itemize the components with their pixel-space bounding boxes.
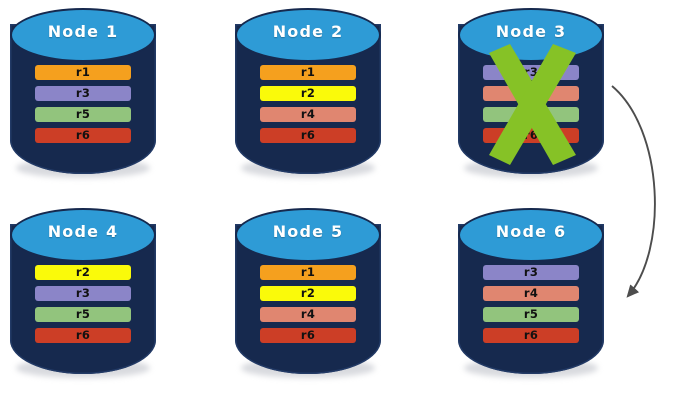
replica-bar-r1[interactable]: r1 [260, 265, 356, 280]
replica-bar-r2[interactable]: r2 [260, 86, 356, 101]
replica-list: r1 r2 r4 r6 [260, 265, 356, 349]
replica-bar-r5[interactable]: r5 [35, 107, 131, 122]
replica-list: r3 r4 r5 r6 [483, 65, 579, 149]
replica-bar-r5[interactable]: r5 [483, 107, 579, 122]
replica-list: r2 r3 r5 r6 [35, 265, 131, 349]
cylinder-top-ellipse [235, 8, 381, 62]
node-3[interactable]: Node 3 r3 r4 r5 r6 [458, 8, 604, 180]
node-label: Node 4 [47, 222, 119, 241]
replica-list: r1 r2 r4 r6 [260, 65, 356, 149]
replica-bar-r3[interactable]: r3 [483, 65, 579, 80]
replica-bar-r4[interactable]: r4 [260, 307, 356, 322]
node-label: Node 2 [272, 22, 344, 41]
replica-bar-r5[interactable]: r5 [35, 307, 131, 322]
replica-bar-r6[interactable]: r6 [483, 328, 579, 343]
replica-bar-r6[interactable]: r6 [35, 128, 131, 143]
replica-bar-r3[interactable]: r3 [35, 86, 131, 101]
node-5[interactable]: Node 5 r1 r2 r4 r6 [235, 208, 381, 380]
replica-bar-r3[interactable]: r3 [35, 286, 131, 301]
replica-bar-r1[interactable]: r1 [260, 65, 356, 80]
replica-bar-r1[interactable]: r1 [35, 65, 131, 80]
replica-bar-r4[interactable]: r4 [483, 86, 579, 101]
node-4[interactable]: Node 4 r2 r3 r5 r6 [10, 208, 156, 380]
node-label: Node 3 [495, 22, 567, 41]
replica-bar-r2[interactable]: r2 [260, 286, 356, 301]
node-2[interactable]: Node 2 r1 r2 r4 r6 [235, 8, 381, 180]
replica-bar-r6[interactable]: r6 [35, 328, 131, 343]
node-6[interactable]: Node 6 r3 r4 r5 r6 [458, 208, 604, 380]
node-1[interactable]: Node 1 r1 r3 r5 r6 [10, 8, 156, 180]
replica-bar-r3[interactable]: r3 [483, 265, 579, 280]
replica-list: r3 r4 r5 r6 [483, 265, 579, 349]
node-label: Node 1 [47, 22, 119, 41]
replica-bar-r2[interactable]: r2 [35, 265, 131, 280]
cylinder-top-ellipse [458, 208, 604, 262]
replica-bar-r6[interactable]: r6 [483, 128, 579, 143]
cylinder-top-ellipse [10, 208, 156, 262]
replica-bar-r5[interactable]: r5 [483, 307, 579, 322]
replica-bar-r6[interactable]: r6 [260, 128, 356, 143]
replica-bar-r4[interactable]: r4 [260, 107, 356, 122]
node-label: Node 5 [272, 222, 344, 241]
replica-list: r1 r3 r5 r6 [35, 65, 131, 149]
replica-bar-r4[interactable]: r4 [483, 286, 579, 301]
node-label: Node 6 [495, 222, 567, 241]
replica-bar-r6[interactable]: r6 [260, 328, 356, 343]
cylinder-top-ellipse [235, 208, 381, 262]
cylinder-top-ellipse [10, 8, 156, 62]
